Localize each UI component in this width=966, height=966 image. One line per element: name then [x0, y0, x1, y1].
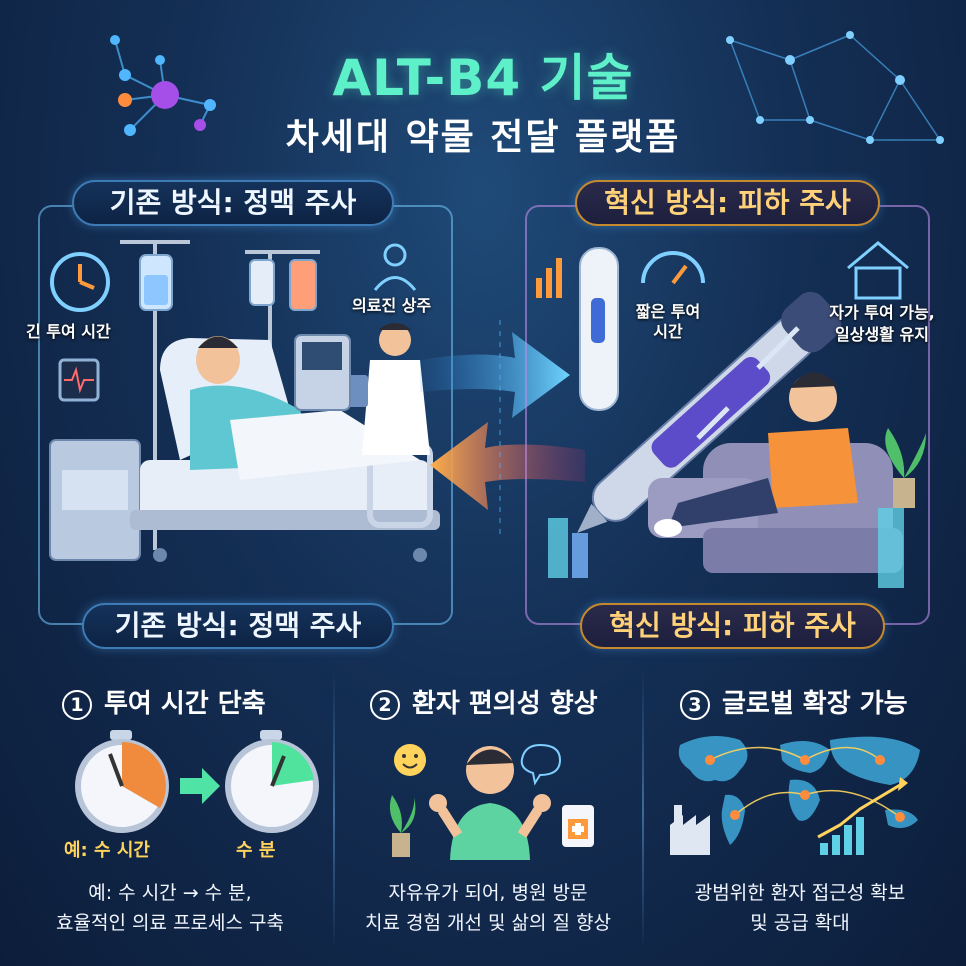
smiley-icon — [394, 744, 426, 776]
label-long-time: 긴 투여 시간 — [26, 322, 111, 341]
clock-icon — [50, 252, 110, 312]
molecule-network-decoration — [110, 31, 944, 144]
arrow-left-icon — [430, 422, 585, 510]
page-subtitle: 차세대 약물 전달 플랫폼 — [285, 117, 681, 158]
label-short-time: 짧은 투여 시간 — [635, 302, 701, 341]
home-injection-scene — [536, 241, 926, 588]
arrow-right-icon — [420, 332, 570, 418]
caption-after: 수 분 — [236, 840, 276, 861]
transition-arrows — [420, 320, 585, 540]
world-map-icon — [670, 736, 920, 855]
left-banner-bottom: 기존 방식: 정맥 주사 — [82, 603, 394, 649]
right-banner-top: 혁신 방식: 피하 주사 — [575, 180, 880, 226]
feature-2-title-text: 환자 편의성 향상 — [412, 689, 598, 719]
syringe-icon — [696, 326, 800, 440]
feature-3-title: 3 글로벌 확장 가능 — [680, 683, 908, 720]
plant-icon — [885, 428, 926, 508]
feature-1-number: 1 — [62, 689, 92, 720]
stopwatch-icon — [75, 730, 319, 833]
feature-divider-2 — [642, 670, 644, 950]
hospital-iv-scene — [49, 240, 440, 562]
feature-1-title-text: 투여 시간 단축 — [104, 689, 266, 719]
feature-divider-1 — [333, 670, 335, 950]
feature-3-number: 3 — [680, 689, 710, 720]
factory-icon — [670, 805, 710, 855]
right-banner-bottom: 혁신 방식: 피하 주사 — [580, 603, 885, 649]
caption-before: 예: 수 시간 — [64, 840, 150, 861]
chart-icon — [817, 777, 908, 855]
plant-icon — [389, 795, 416, 857]
feature-3-title-text: 글로벌 확장 가능 — [722, 689, 908, 719]
left-banner-top: 기존 방식: 정맥 주사 — [72, 180, 394, 226]
person-icon — [373, 243, 417, 291]
happy-patient-illustration — [389, 743, 594, 860]
feature-2-description: 자유유가 되어, 병원 방문 치료 경험 개선 및 삶의 질 향상 — [365, 882, 611, 934]
label-self-administration: 자가 투여 가능, 일상생활 유지 — [829, 303, 935, 344]
feature-3-description: 광범위한 환자 접근성 확보 및 공급 확대 — [694, 882, 906, 934]
clipboard-icon — [562, 805, 594, 847]
label-medical-staff: 의료진 상주 — [352, 296, 432, 315]
page-title: ALT-B4 기술 — [332, 49, 634, 107]
speedometer-icon — [641, 251, 705, 285]
feature-2-title: 2 환자 편의성 향상 — [370, 683, 598, 720]
feature-1-title: 1 투여 시간 단축 — [62, 683, 266, 720]
feature-1-description: 예: 수 시간 → 수 분, 효율적인 의료 프로세스 구축 — [56, 882, 284, 934]
feature-2-number: 2 — [370, 689, 400, 720]
chart-icon — [536, 258, 562, 298]
house-icon — [847, 241, 909, 300]
